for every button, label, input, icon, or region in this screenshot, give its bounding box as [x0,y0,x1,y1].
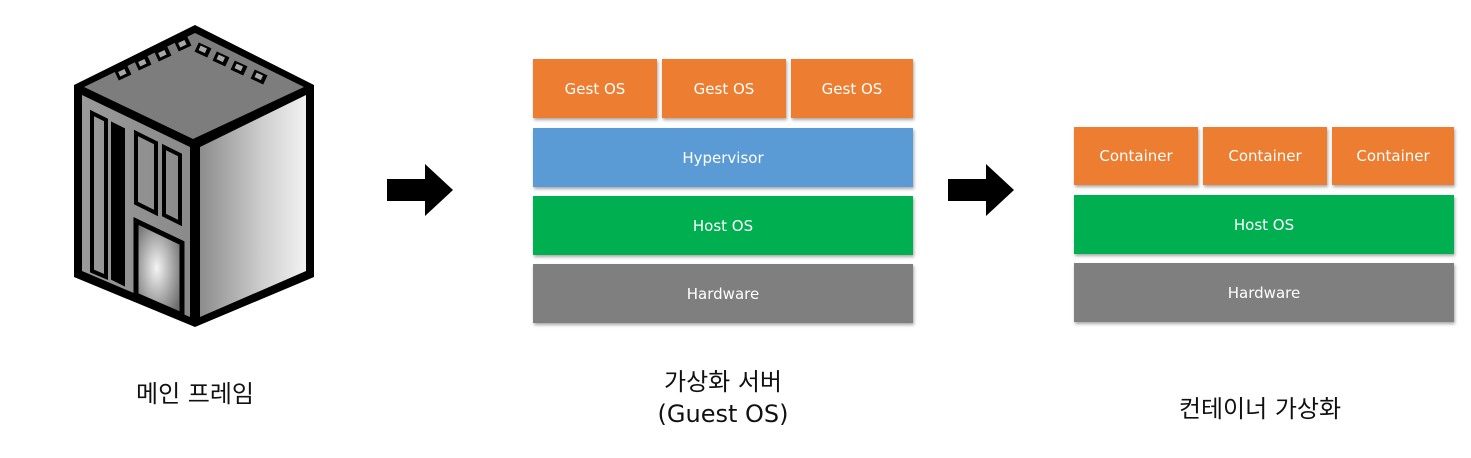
guest-os-block-3: Gest OS [791,59,913,118]
guest-os-block-2: Gest OS [662,59,786,118]
host-os-block: Host OS [533,196,913,255]
virtual-server-caption-line2: (Guest OS) [657,400,789,428]
right-arrow-icon [387,164,453,216]
host-os-block: Host OS [1074,195,1454,254]
guest-os-block-1: Gest OS [533,59,657,118]
container-block-3: Container [1332,127,1454,185]
mainframe-server-icon [74,25,314,327]
hardware-block: Hardware [1074,263,1454,322]
hardware-block: Hardware [533,264,913,323]
virtual-server-caption-line1: 가상화 서버 [663,368,783,396]
container-block-1: Container [1074,127,1198,185]
container-caption: 컨테이너 가상화 [1178,395,1342,423]
hypervisor-block: Hypervisor [533,128,913,187]
container-block-2: Container [1203,127,1327,185]
right-arrow-icon [948,164,1014,216]
mainframe-caption: 메인 프레임 [135,380,255,408]
virtual-server-caption: 가상화 서버 (Guest OS) [623,366,823,430]
